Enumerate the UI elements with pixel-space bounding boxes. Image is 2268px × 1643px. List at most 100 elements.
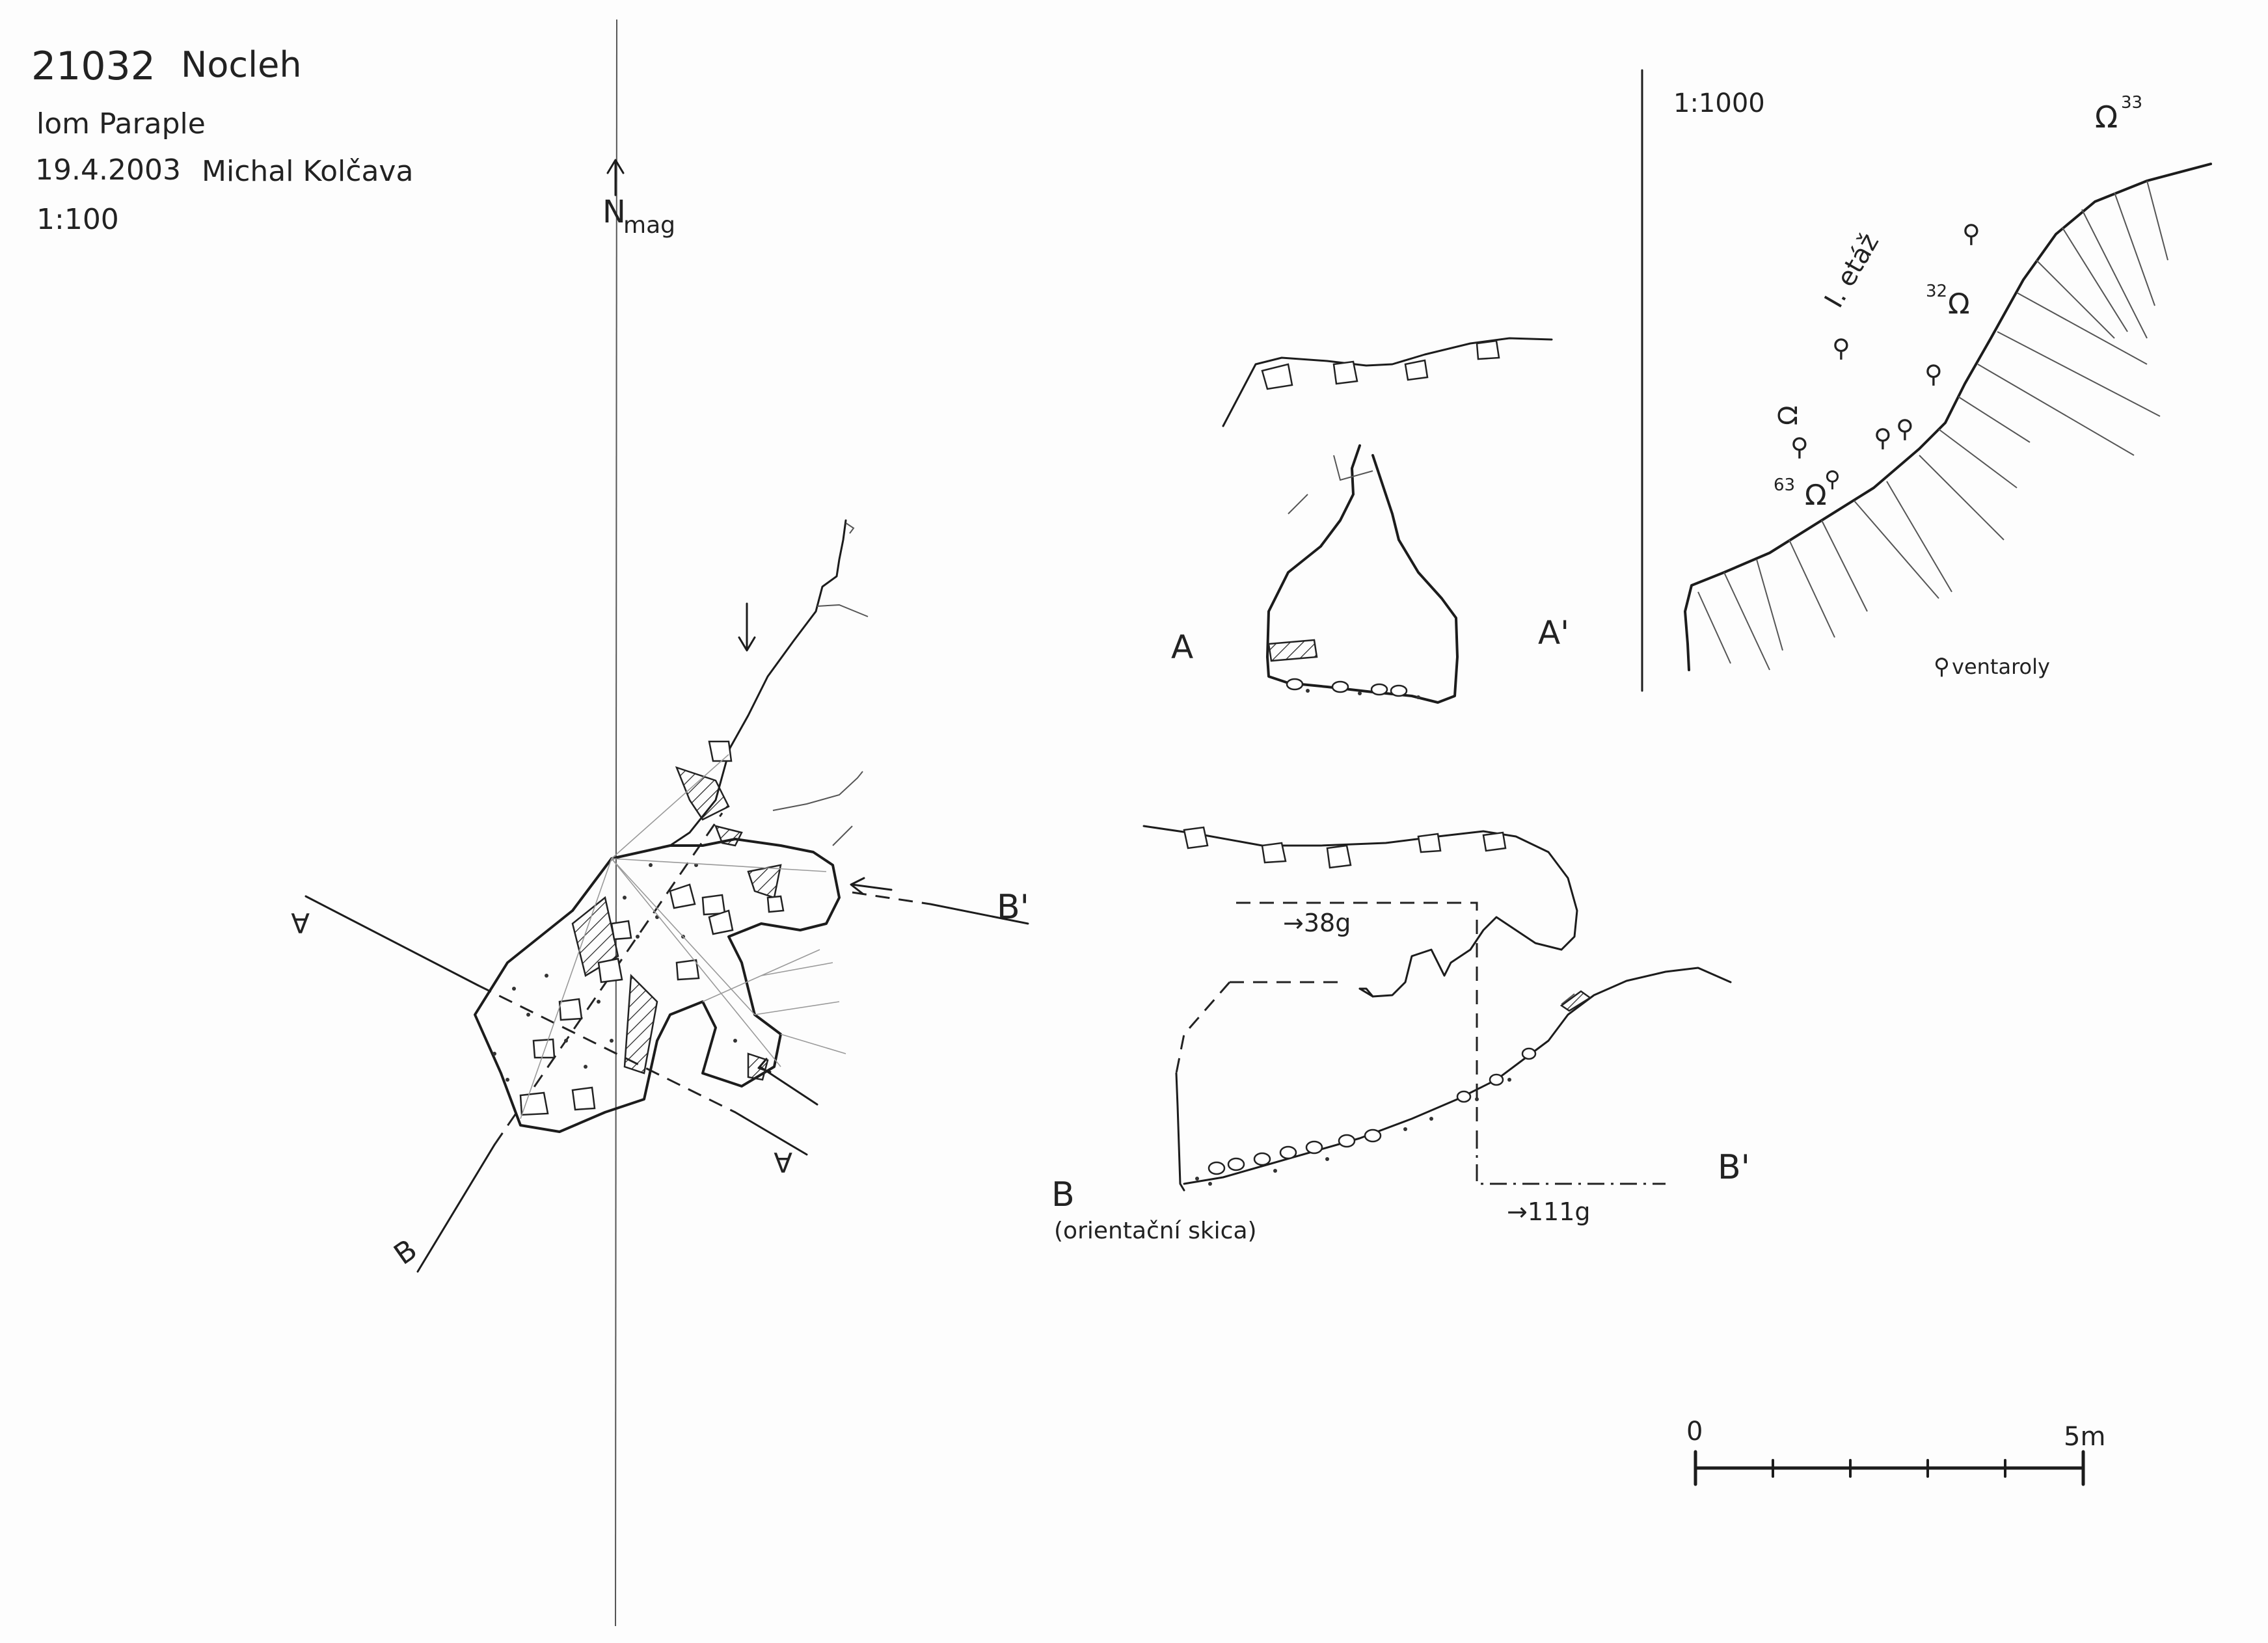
section-line-B-solid — [416, 1143, 496, 1273]
profile-B-floor — [1183, 967, 1732, 1185]
surveyor: Michal Kolčava — [202, 155, 413, 188]
surface-boulder — [1417, 833, 1442, 853]
surface-boulder — [1476, 340, 1500, 360]
boulder — [669, 883, 696, 909]
cave-plan: A A B B' — [291, 519, 1029, 1273]
boulder — [519, 1091, 549, 1116]
cave-marker-33-number: 33 — [2121, 93, 2142, 113]
surface-boulder — [1261, 363, 1293, 390]
ledge-hatched-5 — [714, 825, 743, 847]
scale-bar: 0 5m — [1686, 1417, 2105, 1486]
scale-bar-start-label: 0 — [1686, 1417, 1703, 1447]
surface-boulder — [1332, 360, 1358, 385]
legend-ventarol-icon: ⚲ — [1934, 654, 1950, 680]
surface-boulder — [1326, 844, 1352, 869]
north-label: N — [602, 194, 626, 230]
ventarol-icon: ⚲ — [1896, 414, 1914, 443]
boulder — [597, 957, 623, 983]
section-A-ledge-hatched — [1267, 639, 1318, 662]
surface-boulder — [1404, 359, 1429, 381]
section-A-label-left: A — [1171, 628, 1193, 666]
passage-side-crack — [817, 604, 869, 617]
ventarol-icon: ⚲ — [1924, 360, 1943, 388]
passage-upper-right-wall — [729, 519, 847, 749]
scale-bar-end-label: 5m — [2064, 1422, 2105, 1452]
header-block: 21032 Nocleh lom Paraple 19.4.2003 Micha… — [31, 44, 413, 236]
main-chamber-outline — [474, 838, 841, 1133]
cave-marker-63-symbol: Ω — [1805, 479, 1827, 512]
ventarol-icon: ⚲ — [1824, 466, 1841, 492]
section-A-label-right: A' — [1538, 614, 1569, 652]
plan-sediment-dots — [493, 863, 737, 1082]
profile-B-note: (orientační skica) — [1054, 1218, 1257, 1244]
entrance-arrow-right-head — [850, 877, 865, 895]
surface-boulder — [1482, 831, 1507, 852]
quarry-rim — [1684, 163, 2212, 671]
profile-B-ceiling — [1358, 987, 1374, 998]
cave-marker-unnumbered: Ω — [1774, 405, 1803, 425]
profile-B-left-wall — [1175, 1072, 1185, 1192]
section-line-A-solid-right — [734, 1111, 808, 1156]
cave-number: 21032 — [31, 44, 155, 89]
ledge-hatched-4 — [747, 864, 782, 899]
bearing-lower: →111g — [1507, 1197, 1591, 1226]
boulder — [532, 1038, 556, 1059]
ventarol-icon: ⚲ — [1790, 433, 1809, 461]
north-arrow: N mag — [602, 19, 675, 1627]
quarry-slope-ticks — [1697, 180, 2168, 671]
ledge-hatched-2 — [571, 896, 619, 977]
north-arrow-head — [606, 159, 625, 174]
ventarol-icon: ⚲ — [1874, 423, 1892, 452]
crack-line-east — [772, 771, 863, 811]
plan-scale: 1:100 — [36, 203, 119, 236]
section-line-A-dashed — [478, 984, 736, 1114]
section-A-crack — [1333, 455, 1373, 481]
cross-section-A: A A' — [1171, 337, 1569, 704]
profile-B-upper-surface — [1142, 825, 1578, 951]
crack-line-east-2 — [832, 825, 853, 846]
bearing-upper: →38g — [1283, 909, 1351, 937]
section-A-floor-pebbles — [1286, 678, 1420, 699]
north-subscript: mag — [623, 212, 675, 239]
profile-B-frame-lower — [1476, 1132, 1666, 1185]
boulder — [701, 894, 726, 916]
survey-shots — [520, 754, 846, 1119]
section-A-crack — [1288, 494, 1308, 514]
ventarol-icon: ⚲ — [1962, 219, 1980, 248]
ventarol-icon: ⚲ — [1832, 334, 1850, 362]
boulder — [558, 998, 583, 1021]
boulder — [766, 895, 785, 913]
section-label-A-left: A — [291, 907, 310, 939]
entrance-arrow-lower-shaft — [759, 1065, 818, 1106]
boulder — [675, 959, 700, 981]
section-line-A-solid-left — [304, 895, 479, 987]
survey-date: 19.4.2003 — [35, 154, 181, 187]
ledge-hatched-3 — [623, 974, 658, 1075]
surface-boulder — [1261, 842, 1287, 864]
overview-map: 1:1000 I. etáž Ω 33 Ω 32 — [1641, 69, 2212, 692]
profile-B-label: B — [1051, 1175, 1075, 1214]
cave-marker-32-symbol: Ω — [1948, 287, 1970, 321]
profile-B: →38g →111g B (orientační skica) B' — [1051, 825, 1750, 1244]
overview-scale: 1:1000 — [1673, 88, 1765, 118]
entrance-arrow-right-shaft — [851, 883, 893, 891]
profile-B-frame-upper — [1236, 902, 1478, 1132]
profile-B-frame-left — [1175, 982, 1231, 1074]
section-label-B: B — [388, 1233, 423, 1272]
north-meridian-line — [615, 19, 617, 1627]
cave-name: Nocleh — [181, 44, 302, 85]
boulder — [708, 909, 734, 935]
section-A-surface-line — [1222, 337, 1553, 427]
ventarol-markers: ⚲ ⚲ ⚲ ⚲ ⚲ ⚲ ⚲ — [1790, 219, 1980, 492]
boulder — [571, 1086, 596, 1111]
legend-ventarol-text: ventaroly — [1952, 654, 2050, 679]
section-line-B-dashed-upper — [852, 891, 931, 905]
level-label: I. etáž — [1819, 228, 1885, 313]
surface-boulder — [1183, 826, 1209, 849]
boulder — [610, 920, 632, 941]
boulder — [708, 740, 733, 762]
profile-B-floor-hatch — [1561, 993, 1575, 1005]
cave-marker-32-number: 32 — [1926, 282, 1947, 301]
vent-hatched — [747, 1052, 769, 1081]
